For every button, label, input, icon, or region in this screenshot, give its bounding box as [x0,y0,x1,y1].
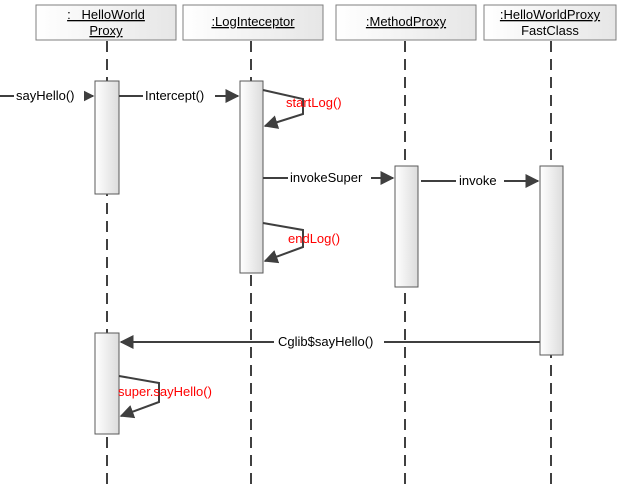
message-label-cglib-sayhello: Cglib$sayHello() [278,334,373,349]
activation-bar-helloworld-proxy-2[interactable] [94,332,120,435]
lifeline-header-fastclass[interactable]: :HelloWorldProxy FastClass [483,4,617,41]
self-call-arrow-super-sayhello [118,375,160,419]
activation-bar-helloworld-proxy-1[interactable] [94,80,120,195]
lifeline-header-line2: Proxy [89,23,123,38]
lifeline-header-methodproxy[interactable]: :MethodProxy [335,4,477,41]
lifeline-header-line2: FastClass [521,23,579,38]
lifeline-header-line1: : HelloWorld [67,7,145,22]
lifeline-header-loginteceptor[interactable]: :LogInteceptor [182,4,324,41]
lifeline-header-line1: :MethodProxy [366,14,447,29]
self-call-label-endlog: endLog() [288,231,340,246]
self-call-label-startlog: startLog() [286,95,342,110]
self-call-arrow-endlog [262,222,304,264]
message-label-intercept: Intercept() [145,88,204,103]
self-call-label-super-sayhello: super.sayHello() [118,384,212,399]
lifeline-header-line1: :LogInteceptor [211,14,295,29]
message-label-invokesuper: invokeSuper [290,170,363,185]
lifeline-header-line1: :HelloWorldProxy [500,7,601,22]
activation-bar-loginteceptor[interactable] [239,80,264,274]
self-call-arrow-startlog [262,89,304,129]
lifeline-header-helloworld-proxy[interactable]: : HelloWorld Proxy [35,4,177,41]
activation-bar-methodproxy[interactable] [394,165,419,288]
activation-bar-fastclass[interactable] [539,165,564,356]
message-label-invoke: invoke [459,173,497,188]
message-label-sayhello: sayHello() [16,88,75,103]
